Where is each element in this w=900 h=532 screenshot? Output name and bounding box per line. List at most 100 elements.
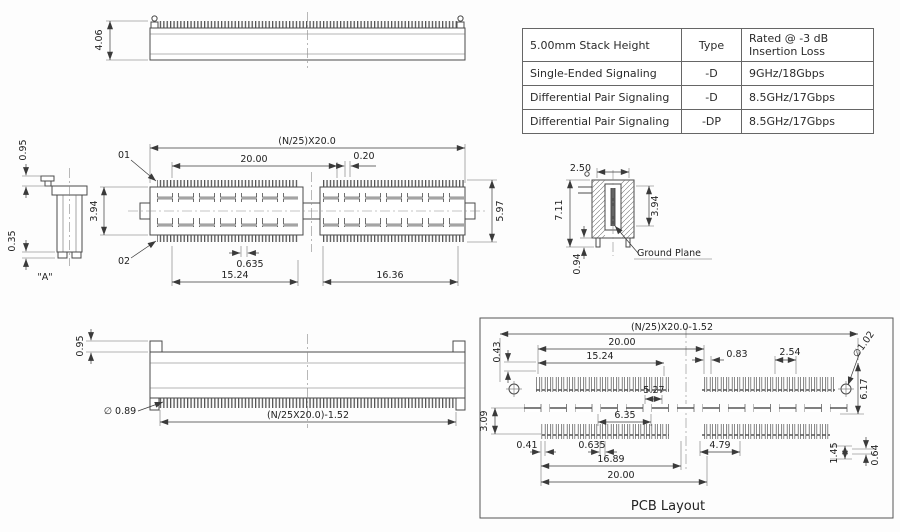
dim-plan-total-height-label: 5.97 (495, 200, 506, 221)
pcb-pad-row-top-right (702, 377, 835, 392)
dim-pcb-right-height-label: 6.17 (859, 378, 870, 399)
spec-table-row: Differential Pair Signaling -DP 8.5GHz/1… (523, 109, 873, 133)
dim-plan-body-height: 3.94 (89, 186, 148, 236)
dim-pcb-bottom-span-label: 20.00 (607, 470, 634, 481)
dim-pcb-top-span: 20.00 (537, 337, 705, 374)
dim-pcb-bottom-span: 20.00 (541, 456, 708, 486)
dim-bottom-lip: 0.95 (75, 329, 148, 364)
spec-table-row: Differential Pair Signaling -D 8.5GHz/17… (523, 85, 873, 109)
dim-section-tail-height-label: 0.94 (572, 253, 583, 274)
section-view: 2.50 7.11 0.94 3.94 Ground Plane (554, 163, 712, 275)
end-view-label: "A" (37, 272, 52, 283)
plan-view-slot-row (157, 218, 298, 227)
dim-pcb-bottom-row-span-label: 16.89 (597, 454, 624, 465)
dim-bottom-lip-label: 0.95 (75, 335, 86, 356)
dim-bottom-overall-label: (N/25X20.0)-1.52 (267, 410, 349, 421)
dim-plan-total-height: 5.97 (467, 179, 506, 243)
dim-section-width-label: 2.50 (570, 163, 591, 174)
plan-view-slot-row (323, 218, 464, 227)
spec-row-rating: 8.5GHz/17Gbps (741, 110, 873, 133)
dim-pcb-edge-offset1-label: 1.45 (829, 442, 840, 463)
spec-row-type: -D (681, 62, 741, 85)
dim-section-body-height-label: 3.94 (650, 195, 661, 216)
bottom-view: 0.95 ∅ 0.89 (N/25X20.0)-1.52 (75, 329, 466, 428)
dim-pcb-pad-gap: 0.83 (692, 349, 748, 374)
dim-bottom-pin-dia: ∅ 0.89 (104, 401, 164, 417)
spec-table-header-row: 5.00mm Stack Height Type Rated @ -3 dB I… (523, 29, 873, 61)
callout-ground-plane: Ground Plane (614, 225, 712, 260)
dim-plan-span20: 20.00 (171, 154, 338, 178)
spec-header-rating-line1: Rated @ -3 dB (749, 32, 829, 45)
spec-row-signaling: Differential Pair Signaling (530, 91, 670, 104)
dim-pcb-pad-width: 0.635 (578, 440, 617, 456)
callout-pin01: 01 (118, 150, 157, 182)
spec-table-row: Single-Ended Signaling -D 9GHz/18Gbps (523, 61, 873, 85)
dim-pcb-mid-span-label: 6.35 (614, 410, 635, 421)
dim-plan-pad-width-label: 0.635 (236, 259, 263, 270)
spec-row-rating: 8.5GHz/17Gbps (741, 86, 873, 109)
dim-pcb-hole-offset: 0.43 (492, 341, 536, 383)
dim-pcb-bottom-row-span: 16.89 (541, 441, 682, 470)
side-view: 4.06 (94, 12, 466, 68)
dim-end-top-label: 0.95 (18, 139, 29, 160)
pcb-pad-row-bottom-left (541, 424, 669, 439)
pcb-layout-border (479, 317, 894, 519)
dim-pcb-group-gap: 4.79 (699, 440, 741, 456)
dim-plan-span-left-label: 15.24 (221, 270, 248, 281)
callout-pin02-label: 02 (118, 256, 130, 267)
dim-plan-body-height-label: 3.94 (89, 200, 100, 221)
dim-end-top: 0.95 (18, 139, 50, 198)
dim-section-total-height: 7.11 (554, 179, 594, 248)
dim-pcb-row-span: 15.24 (538, 351, 665, 376)
dim-pcb-left-height: 3.09 (479, 407, 541, 435)
dim-plan-gap: 0.20 (331, 151, 376, 177)
dim-plan-span-right: 16.36 (322, 246, 459, 286)
dim-pcb-top-span-label: 20.00 (608, 337, 635, 348)
callout-pin02: 02 (118, 240, 157, 267)
dim-side-height: 4.06 (94, 20, 148, 61)
spec-table: 5.00mm Stack Height Type Rated @ -3 dB I… (522, 28, 874, 134)
dim-plan-pad-width: 0.635 (229, 246, 264, 270)
dim-plan-gap-label: 0.20 (353, 151, 374, 162)
dim-end-bottom: 0.35 (7, 230, 55, 270)
dim-plan-span-right-label: 16.36 (376, 270, 403, 281)
spec-header-rating-line2: Insertion Loss (749, 45, 825, 58)
dim-section-tail-height: 0.94 (572, 226, 594, 275)
spec-row-type: -D (681, 86, 741, 109)
dim-pcb-pitch: 2.54 (774, 347, 801, 374)
spec-header-type: Type (681, 29, 741, 61)
plan-view-slot-row (157, 193, 298, 202)
spec-row-rating: 9GHz/18Gbps (741, 62, 873, 85)
pcb-layout-view: (N/25)X20.0-1.52 20.00 0.43 15.24 0.83 (479, 317, 894, 519)
dim-pcb-group-gap-label: 4.79 (709, 440, 730, 451)
dim-plan-overall: (N/25)X20.0 (149, 136, 466, 183)
spec-header-stack-height: 5.00mm Stack Height (530, 38, 650, 52)
dim-pcb-edge-offset2-label: 0.64 (870, 444, 881, 465)
side-view-post-left (151, 15, 158, 22)
side-view-post-right (457, 15, 464, 22)
dim-side-height-label: 4.06 (94, 29, 105, 50)
dim-bottom-pin-dia-label: ∅ 0.89 (104, 406, 136, 417)
spec-header-rating: Rated @ -3 dB Insertion Loss (741, 29, 873, 61)
dim-plan-span20-label: 20.00 (240, 154, 267, 165)
end-view: 0.95 0.35 "A" (7, 139, 88, 283)
dim-section-total-height-label: 7.11 (554, 199, 565, 220)
spec-row-type: -DP (681, 110, 741, 133)
dim-pcb-hole-dia: ∅1.02 (847, 329, 877, 386)
spec-row-signaling: Single-Ended Signaling (530, 67, 657, 80)
side-view-pin-comb (158, 21, 457, 28)
dim-pcb-mid-offset-label: 5.27 (643, 385, 664, 396)
dim-pcb-overall: (N/25)X20.0-1.52 (499, 322, 859, 382)
dim-pcb-pad-width-label: 0.635 (578, 440, 605, 451)
dim-section-width: 2.50 (570, 163, 630, 178)
dim-bottom-overall: (N/25X20.0)-1.52 (159, 410, 457, 426)
dim-pcb-mid-offset: 5.27 (643, 385, 665, 404)
dim-pcb-mid-span: 6.35 (597, 410, 652, 426)
plan-view-slot-row (323, 193, 464, 202)
dim-plan-overall-label: (N/25)X20.0 (278, 136, 335, 147)
dim-pcb-hole-offset-label: 0.43 (492, 341, 503, 362)
pcb-pad-row-bottom-right (702, 424, 830, 439)
pcb-pad-row-middle (524, 404, 854, 412)
dim-pcb-right-height: 6.17 (840, 363, 870, 415)
dim-end-bottom-label: 0.35 (7, 230, 18, 251)
